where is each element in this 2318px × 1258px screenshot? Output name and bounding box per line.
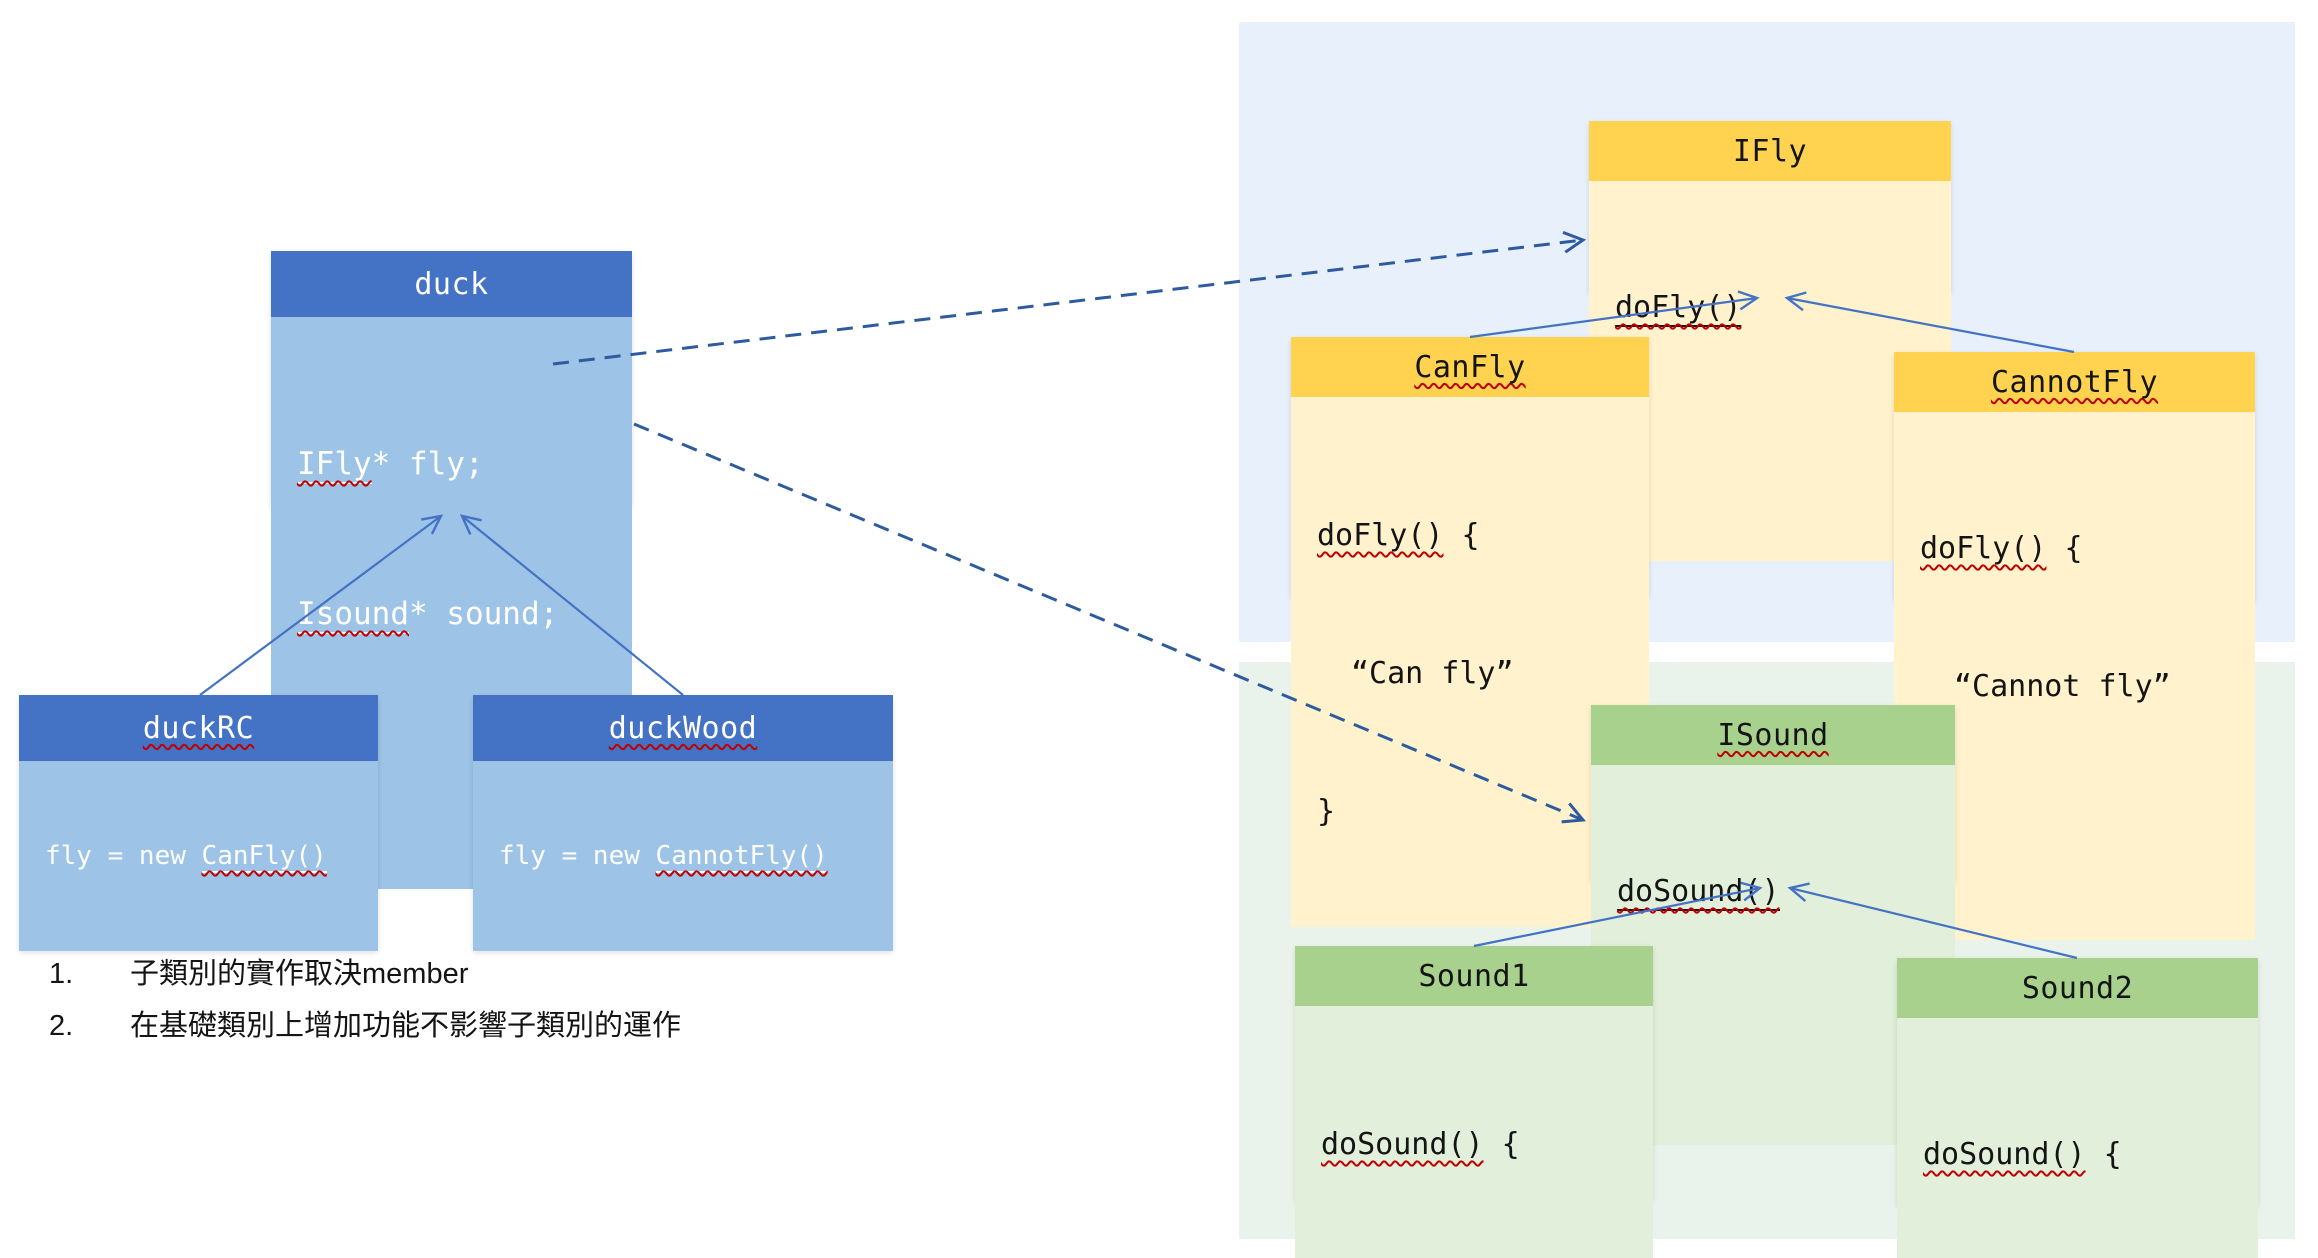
note-text: 在基礎類別上增加功能不影響子類別的運作 — [130, 1010, 682, 1042]
note-number: 1. — [49, 958, 74, 990]
code-line: } — [1920, 802, 2229, 848]
class-body-duckwood: fly = new CannotFly() — [473, 761, 893, 951]
class-box-ifly: IFly doFly() … — [1589, 121, 1951, 561]
class-title-text: Sound1 — [1418, 958, 1530, 994]
ctor-token-cannotfly: CannotFly() — [655, 841, 828, 873]
class-title-sound1: Sound1 — [1295, 946, 1653, 1006]
code-line: IFly* fly; — [297, 439, 606, 489]
code-line: fly = new CanFly() — [45, 831, 327, 881]
code-line: doFly() { — [1317, 513, 1623, 559]
note-text: 子類別的實作取決member — [130, 958, 469, 990]
code-line: Isound* sound; — [297, 589, 606, 639]
class-title-canfly: CanFly — [1291, 337, 1649, 397]
ctor-token-canfly: CanFly() — [201, 841, 327, 873]
notes-list: 1. 子類別的實作取決member 2. 在基礎類別上增加功能不影響子類別的運作 — [49, 948, 681, 1052]
code-line: doSound() — [1617, 869, 1929, 915]
class-box-sound1: Sound1 doSound() { “Sound1” } — [1295, 946, 1653, 1258]
code-text: { — [2046, 531, 2083, 566]
code-line: doSound() { — [1923, 1132, 2232, 1178]
code-text: { — [1483, 1127, 1520, 1162]
class-title-cannotfly: CannotFly — [1894, 352, 2255, 412]
class-title-text: duckRC — [142, 710, 255, 746]
code-line-ellipsis: … — [1617, 1007, 1929, 1053]
class-body-sound2: doSound() { “Sound2” } — [1897, 1018, 2258, 1258]
method-token-dosound: doSound() — [1321, 1127, 1484, 1162]
note-item-2: 2. 在基礎類別上增加功能不影響子類別的運作 — [49, 1000, 681, 1052]
code-line-ellipsis: … — [1615, 423, 1925, 469]
class-title-ifly: IFly — [1589, 121, 1951, 181]
method-token-dofly: doFly() — [1920, 531, 2047, 566]
method-token-dofly: doFly() — [1317, 518, 1444, 553]
class-title-duckrc: duckRC — [19, 695, 378, 761]
method-token-dofly: doFly() — [1615, 290, 1742, 327]
code-line-string: “Can fly” — [1351, 656, 1514, 691]
code-line: doSound() { — [1321, 1122, 1627, 1168]
code-text: fly = new — [499, 841, 656, 871]
code-line: } — [1317, 794, 1336, 829]
method-token-dosound: doSound() — [1923, 1137, 2086, 1172]
type-token-isound: Isound — [297, 596, 409, 634]
class-title-isound: ISound — [1591, 705, 1955, 765]
class-title-text: Sound2 — [2021, 970, 2134, 1006]
class-body-sound1: doSound() { “Sound1” } — [1295, 1006, 1653, 1258]
method-token-dosound: doSound() — [1617, 874, 1780, 911]
class-box-duck: duck IFly* fly; Isound* sound; … — [271, 251, 632, 889]
class-title-text: CanFly — [1414, 349, 1526, 385]
code-text: { — [2085, 1137, 2122, 1172]
class-box-isound: ISound doSound() … — [1591, 705, 1955, 1145]
class-title-sound2: Sound2 — [1897, 958, 2258, 1018]
code-line: fly = new CannotFly() — [499, 831, 828, 881]
type-token-ifly: IFly — [297, 446, 372, 484]
class-title-text: IFly — [1732, 133, 1808, 169]
code-line: doFly() { — [1920, 526, 2229, 572]
class-box-sound2: Sound2 doSound() { “Sound2” } — [1897, 958, 2258, 1258]
code-line-string: “Cannot fly” — [1954, 669, 2171, 704]
class-box-canfly: CanFly doFly() { “Can fly” } — [1291, 337, 1649, 927]
class-title-text: duck — [414, 266, 489, 302]
class-title-duckwood: duckWood — [473, 695, 893, 761]
class-body-duckrc: fly = new CanFly() — [19, 761, 378, 951]
class-title-text: duckWood — [608, 710, 758, 746]
note-number: 2. — [49, 1010, 74, 1042]
code-text: * sound; — [408, 596, 559, 632]
class-title-text: ISound — [1717, 717, 1829, 753]
code-text: * fly; — [371, 446, 484, 482]
code-text: fly = new — [45, 841, 202, 871]
class-title-duck: duck — [271, 251, 632, 317]
class-title-text: CannotFly — [1990, 364, 2159, 400]
class-box-duckrc: duckRC fly = new CanFly() — [19, 695, 378, 951]
code-text: { — [1443, 518, 1480, 553]
class-box-cannotfly: CannotFly doFly() { “Cannot fly” } — [1894, 352, 2255, 940]
code-line: doFly() — [1615, 285, 1925, 331]
class-box-duckwood: duckWood fly = new CannotFly() — [473, 695, 893, 951]
note-item-1: 1. 子類別的實作取決member — [49, 948, 681, 1000]
